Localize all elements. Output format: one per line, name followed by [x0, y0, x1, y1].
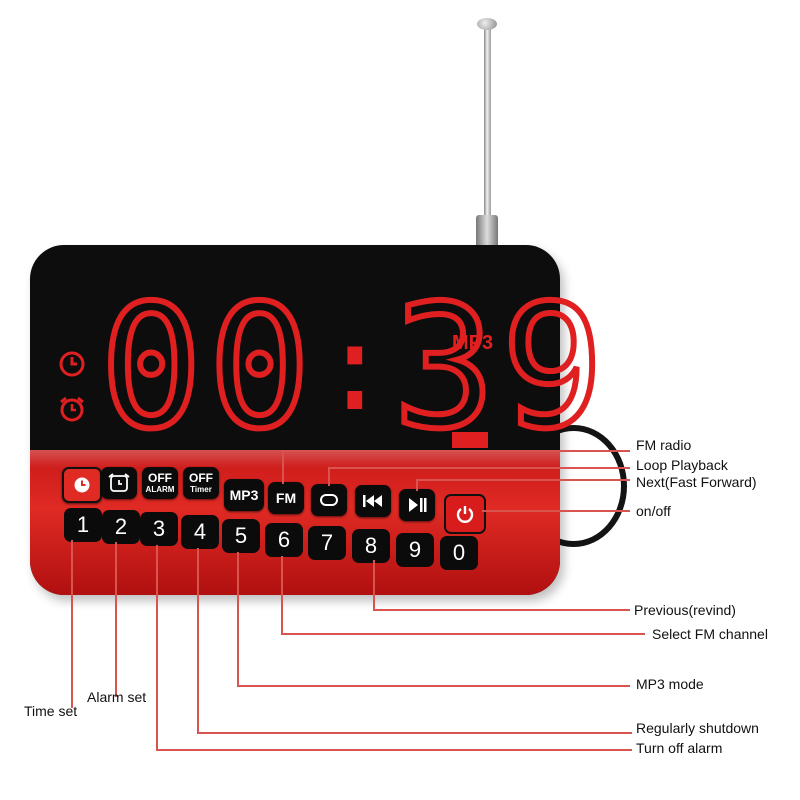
callout-alarm-set: Alarm set: [87, 689, 146, 705]
callout-regularly-shutdown: Regularly shutdown: [636, 720, 759, 736]
callout-mp3-mode: MP3 mode: [636, 676, 704, 692]
callout-time-set: Time set: [24, 703, 77, 719]
callout-line-shutdown: [198, 548, 632, 733]
callout-line-previous: [374, 560, 630, 610]
callout-loop-playback: Loop Playback: [636, 457, 728, 473]
callout-fm-radio: FM radio: [636, 437, 691, 453]
callout-line-mp3: [238, 552, 630, 686]
callout-select-fm: Select FM channel: [652, 626, 768, 642]
callout-line-select-fm: [282, 556, 645, 634]
callout-on-off: on/off: [636, 503, 671, 519]
callout-previous: Previous(revind): [634, 602, 736, 618]
callout-line-next: [417, 480, 630, 491]
callout-turn-off-alarm: Turn off alarm: [636, 740, 722, 756]
callout-line-loop: [329, 468, 630, 486]
callout-line-turn-off-alarm: [157, 545, 632, 750]
callout-next: Next(Fast Forward): [636, 474, 757, 490]
